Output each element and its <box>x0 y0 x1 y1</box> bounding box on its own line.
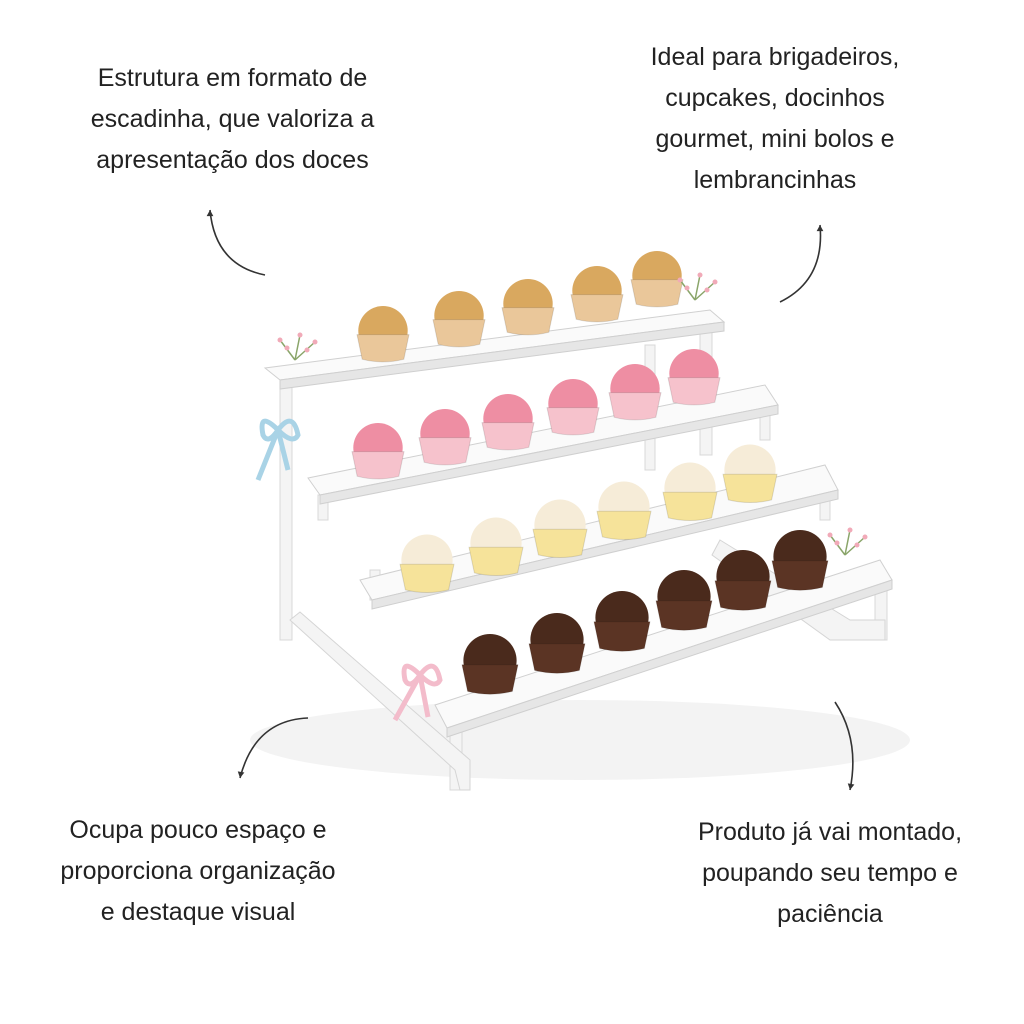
blue-ribbon <box>255 418 301 481</box>
paper-cup <box>667 377 721 406</box>
flower-bud <box>684 285 690 291</box>
callout-line: escadinha, que valoriza a <box>90 105 375 133</box>
callout-arrow <box>779 224 822 303</box>
paper-cup <box>356 334 410 363</box>
flower-bud <box>312 339 318 345</box>
flower-bud <box>712 279 718 285</box>
arrowhead-icon <box>206 210 214 217</box>
shelf-front <box>371 489 839 610</box>
paper-cup <box>481 422 535 451</box>
flower-bud <box>697 272 703 278</box>
paper-cup <box>546 407 600 436</box>
paper-cup <box>714 580 772 611</box>
flower-bud <box>862 534 868 540</box>
shelf-front <box>446 579 893 738</box>
stand-base-rail <box>289 611 471 791</box>
paper-cup <box>593 621 651 652</box>
flower-bud <box>297 332 303 338</box>
arrowhead-icon <box>816 225 824 232</box>
callout-arrow <box>239 717 309 779</box>
callout-line: gourmet, mini bolos e <box>655 125 895 153</box>
paper-cup <box>501 307 555 336</box>
flower-bud <box>834 540 840 546</box>
callout-line: Ideal para brigadeiros, <box>650 43 900 71</box>
callout-line: paciência <box>777 900 883 928</box>
callout-line: apresentação dos doces <box>96 146 369 174</box>
pink-ribbon <box>392 663 443 722</box>
callout-line: Ocupa pouco espaço e <box>69 816 327 844</box>
callout-arrow <box>209 209 266 276</box>
callout-arrow <box>834 701 854 791</box>
stand-shadow <box>250 700 910 780</box>
paper-cup <box>399 563 455 594</box>
paper-cup <box>528 643 586 674</box>
callout-line: proporciona organização <box>60 857 336 885</box>
paper-cup <box>662 491 718 522</box>
paper-cup <box>432 319 486 348</box>
callout-stair-structure: Estrutura em formato de escadinha, que v… <box>30 58 435 181</box>
flower-bud <box>304 347 310 353</box>
paper-cup <box>722 473 778 504</box>
flower-bud <box>704 287 710 293</box>
paper-cup <box>351 451 405 480</box>
paper-cup <box>461 664 519 695</box>
flower-bud <box>854 542 860 548</box>
arrowhead-icon <box>847 783 855 790</box>
callout-ideal-uses: Ideal para brigadeiros, cupcakes, docinh… <box>575 37 975 201</box>
paper-cup <box>771 560 829 591</box>
callout-line: poupando seu tempo e <box>702 859 958 887</box>
paper-cup <box>418 437 472 466</box>
flower-bud <box>827 532 833 538</box>
callout-line: e destaque visual <box>100 898 296 926</box>
paper-cup <box>596 510 652 541</box>
callout-line: lembrancinhas <box>693 166 857 194</box>
callout-pre-assembled: Produto já vai montado, poupando seu tem… <box>630 812 1024 935</box>
arrowhead-icon <box>237 771 245 778</box>
paper-cup <box>532 528 588 559</box>
shelf-front <box>319 404 779 505</box>
paper-cup <box>655 600 713 631</box>
shelf-front <box>279 321 725 390</box>
flower-bud <box>677 277 683 283</box>
paper-cup <box>608 392 662 421</box>
callout-line: Estrutura em formato de <box>97 64 368 92</box>
paper-cup <box>468 546 524 577</box>
callout-line: cupcakes, docinhos <box>665 84 885 112</box>
paper-cup <box>570 294 624 323</box>
flower-bud <box>277 337 283 343</box>
callout-line: Produto já vai montado, <box>697 818 963 846</box>
flower-bud <box>284 345 290 351</box>
flower-bud <box>847 527 853 533</box>
paper-cup <box>630 279 684 308</box>
callout-space-saving: Ocupa pouco espaço e proporciona organiz… <box>0 810 396 933</box>
